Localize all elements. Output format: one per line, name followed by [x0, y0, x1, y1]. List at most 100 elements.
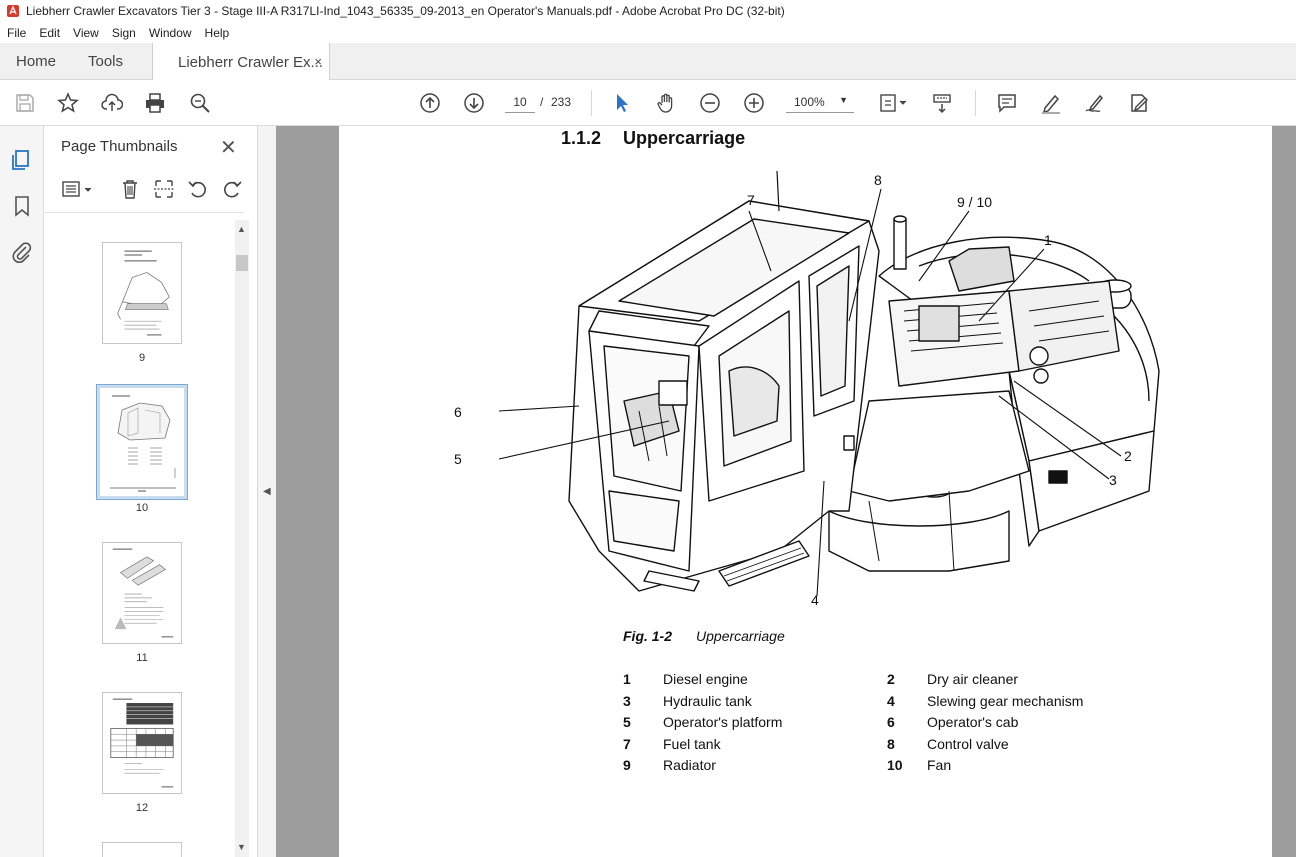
section-title: Uppercarriage — [623, 128, 746, 148]
legend-text: Hydraulic tank — [663, 693, 752, 709]
legend-number: 5 — [623, 714, 631, 730]
window-title: Liebherr Crawler Excavators Tier 3 - Sta… — [26, 4, 785, 18]
legend-text: Dry air cleaner — [927, 671, 1019, 687]
collapse-left-icon: ◀ — [263, 486, 271, 497]
previous-page-icon[interactable] — [417, 90, 443, 116]
page-thumbnail-image — [112, 548, 174, 638]
thumbnail-scrollbar[interactable]: ▲ ▼ — [235, 220, 249, 857]
callout-1: 1 — [1044, 232, 1052, 248]
toolbar-divider — [591, 90, 592, 116]
legend-text: Operator's platform — [663, 714, 783, 730]
tab-home[interactable]: Home — [16, 53, 57, 70]
scroll-up-icon[interactable]: ▲ — [237, 224, 246, 234]
legend-row: 9 Radiator 10 Fan — [623, 757, 1143, 775]
menu-file[interactable]: File — [7, 25, 27, 40]
legend-number: 3 — [623, 693, 631, 709]
page-fit-icon[interactable] — [873, 90, 913, 116]
print-icon[interactable] — [142, 90, 168, 116]
upload-cloud-icon[interactable] — [99, 90, 125, 116]
hand-tool-icon[interactable] — [653, 90, 679, 116]
legend-number: 4 — [887, 693, 895, 709]
thumbnail-options-icon[interactable] — [61, 178, 97, 202]
highlight-pen-icon[interactable] — [1038, 90, 1064, 116]
next-page-icon[interactable] — [461, 90, 487, 116]
thumbnail-toolbar — [57, 178, 252, 204]
thumbnail-page-number: 11 — [136, 652, 148, 664]
zoom-level-select[interactable]: 100% ▼ — [786, 91, 854, 113]
rotate-right-icon[interactable] — [221, 178, 245, 202]
thumbnail-page-number: 9 — [138, 352, 146, 364]
figure-label: Fig. 1-2 — [623, 628, 673, 644]
bookmark-icon[interactable] — [10, 194, 34, 218]
callout-8: 8 — [874, 172, 882, 188]
acrobat-icon — [7, 5, 19, 17]
page-separator: / — [540, 95, 544, 109]
legend-number: 1 — [623, 671, 631, 687]
thumbnail-page-13[interactable] — [102, 842, 182, 857]
menu-bar: File Edit View Sign Window Help — [0, 22, 1296, 43]
save-icon[interactable] — [12, 90, 38, 116]
zoom-out-icon[interactable] — [697, 90, 723, 116]
comment-icon[interactable] — [994, 90, 1020, 116]
legend-text: Control valve — [927, 736, 1009, 752]
legend-row: 3 Hydraulic tank 4 Slewing gear mechanis… — [623, 693, 1143, 711]
title-bar: Liebherr Crawler Excavators Tier 3 - Sta… — [0, 0, 1296, 22]
fill-sign-icon[interactable] — [1126, 90, 1152, 116]
legend-number: 9 — [623, 757, 631, 773]
thumbnail-page-number: 10 — [135, 502, 149, 514]
tab-document-label: Liebherr Crawler Ex... — [178, 53, 324, 71]
thumbnail-page-number: 12 — [135, 802, 149, 814]
select-cursor-icon[interactable] — [609, 90, 635, 116]
page-thumbnails-panel: Page Thumbnails ✕ 9 — [45, 126, 258, 857]
draw-sign-icon[interactable] — [1082, 90, 1108, 116]
legend-text: Operator's cab — [927, 714, 1019, 730]
page-thumbnail-image — [110, 698, 174, 788]
close-tab-icon[interactable]: × — [314, 54, 322, 69]
menu-view[interactable]: View — [73, 25, 99, 40]
page-thumbnails-icon[interactable] — [10, 148, 34, 172]
legend-number: 6 — [887, 714, 895, 730]
find-zoom-icon[interactable] — [187, 90, 213, 116]
callout-6: 6 — [454, 404, 462, 420]
extract-page-icon[interactable] — [153, 178, 177, 202]
close-panel-icon[interactable]: ✕ — [220, 137, 237, 159]
zoom-in-icon[interactable] — [741, 90, 767, 116]
page-number-input[interactable] — [505, 91, 535, 113]
legend-number: 7 — [623, 736, 631, 752]
menu-sign[interactable]: Sign — [111, 25, 136, 40]
callout-9-10: 9 / 10 — [957, 194, 992, 210]
legend-row: 5 Operator's platform 6 Operator's cab — [623, 714, 1143, 732]
figure-title: Uppercarriage — [696, 628, 785, 644]
panel-collapse-handle[interactable]: ◀ — [258, 126, 276, 857]
rotate-left-icon[interactable] — [187, 178, 211, 202]
attachment-icon[interactable] — [10, 240, 34, 264]
menu-help[interactable]: Help — [204, 25, 230, 40]
legend-text: Slewing gear mechanism — [927, 693, 1084, 709]
menu-window[interactable]: Window — [148, 25, 192, 40]
star-icon[interactable] — [55, 90, 81, 116]
delete-page-icon[interactable] — [119, 178, 143, 202]
panel-title: Page Thumbnails — [61, 138, 178, 155]
legend-text: Radiator — [663, 757, 716, 773]
thumbnail-page-12[interactable] — [102, 692, 182, 794]
thumbnail-page-9[interactable] — [102, 242, 182, 344]
scroll-down-icon[interactable]: ▼ — [237, 842, 246, 852]
tab-document[interactable]: Liebherr Crawler Ex... × — [152, 43, 330, 81]
zoom-level-value: 100% — [794, 94, 825, 109]
thumbnail-page-10[interactable] — [96, 384, 188, 500]
scroll-mode-icon[interactable] — [929, 90, 955, 116]
tab-bar: Home Tools Liebherr Crawler Ex... × — [0, 43, 1296, 81]
page-thumbnail-image — [100, 388, 184, 496]
legend-text: Fuel tank — [663, 736, 721, 752]
toolbar-divider — [975, 90, 976, 116]
thumbnail-page-11[interactable] — [102, 542, 182, 644]
figure-caption: Fig. 1-2 Uppercarriage — [623, 628, 785, 644]
menu-edit[interactable]: Edit — [39, 25, 61, 40]
tab-tools[interactable]: Tools — [88, 53, 124, 70]
scrollbar-thumb[interactable] — [236, 255, 248, 271]
total-pages: 233 — [551, 95, 572, 109]
navigation-strip — [0, 126, 44, 857]
toolbar: / 233 100% ▼ — [0, 80, 1296, 126]
chevron-down-icon: ▼ — [839, 95, 848, 105]
